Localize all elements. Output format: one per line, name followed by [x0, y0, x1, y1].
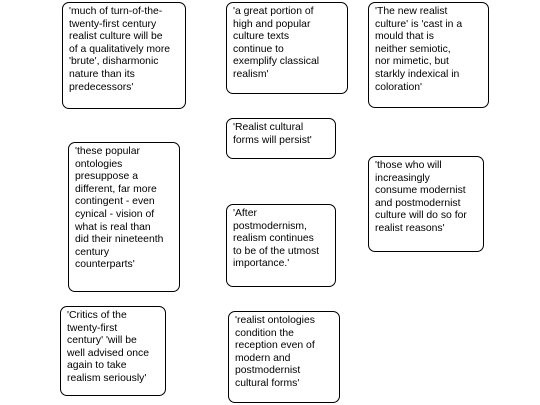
quote-box-popular-ontologies: 'these popular ontologies presuppose a d…	[68, 142, 180, 292]
quote-box-indexical-coloration: 'The new realist culture' is 'cast in a …	[368, 2, 489, 108]
quote-box-realist-forms-persist: 'Realist cultural forms will persist'	[226, 118, 336, 159]
quote-box-realist-ontologies: 'realist ontologies condition the recept…	[228, 311, 340, 403]
quote-box-brute-disharmonic: 'much of turn-of-the- twenty-first centu…	[62, 2, 186, 109]
quote-box-classical-realism: 'a great portion of high and popular cul…	[226, 2, 348, 94]
quote-box-realist-reasons: 'those who will increasingly consume mod…	[368, 156, 484, 252]
quote-box-critics-twenty-first-century: 'Critics of the twenty-first century' 'w…	[60, 306, 166, 396]
quote-box-after-postmodernism: 'After postmodernism, realism continues …	[226, 204, 336, 287]
